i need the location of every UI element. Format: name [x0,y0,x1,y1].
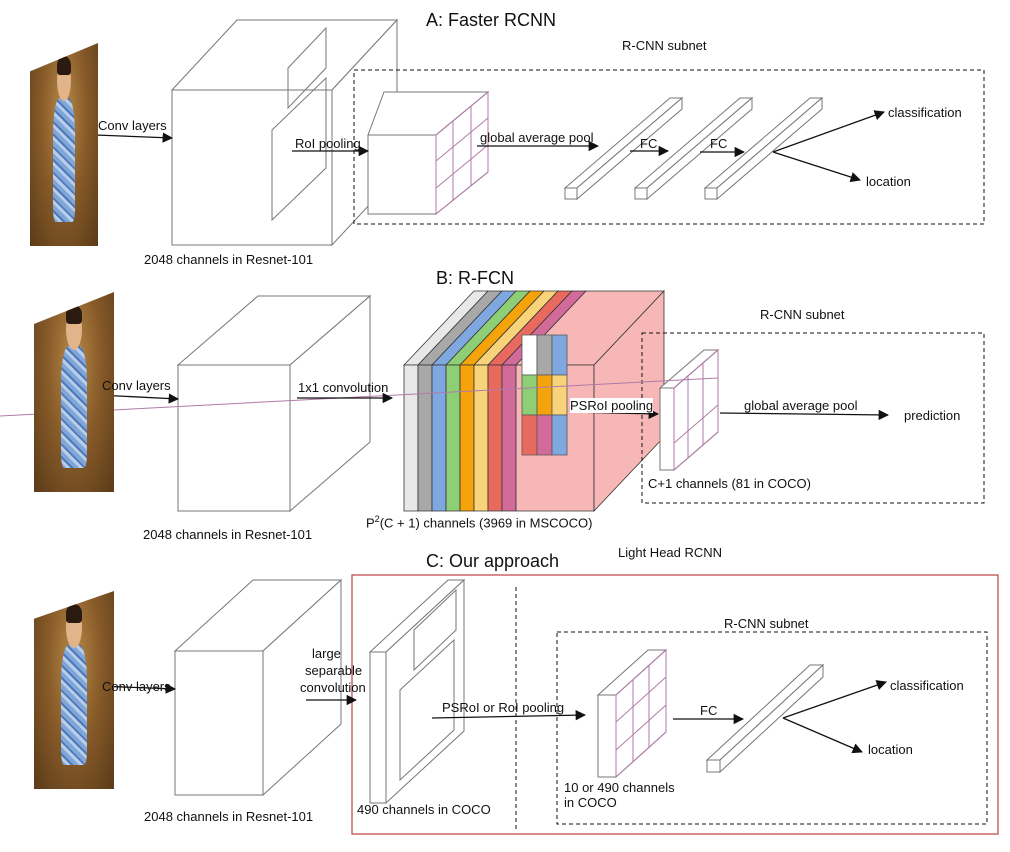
roi-cube-a [367,90,490,216]
feature-map-cube-b [176,294,372,513]
fc-bars-a [563,96,824,201]
panel-c-thin-channels-label: 490 channels in COCO [357,802,491,817]
panel-c-channels-label: 2048 channels in Resnet-101 [144,809,314,824]
panel-c-conv-label: Conv layers [102,679,171,694]
ps-grid-cell [551,334,568,376]
ps-grid-cell [521,334,538,376]
panel-c-fc-label: FC [700,703,718,718]
panel-a [94,18,985,247]
score-map-layer [459,364,475,512]
input-image-c [34,591,114,789]
ps-grid-cell [536,334,553,376]
input-image-a [30,43,98,246]
panel-b-title: B: R-FCN [436,268,514,288]
score-channels-suffix: (C + 1) channels (3969 in MSCOCO) [379,515,593,531]
panel-c-location-label: location [868,742,913,757]
panel-b-conv1x1-label: 1x1 convolution [298,380,389,395]
score-channels-exp: 2 [374,514,380,524]
panel-b-psroi-label: PSRoI pooling [570,398,654,413]
subnet-box-b [641,332,985,504]
subnet-box-a [353,69,985,225]
subnet-box-c [556,631,988,825]
fc-bar-c [705,663,825,774]
panel-c-lsc-line1: large [312,646,341,661]
arrows-c [97,680,887,754]
panel-a-fc2-label: FC [710,136,728,151]
feature-map-cube-c [173,578,343,797]
feature-map-cube-a [170,18,399,247]
panel-b-gap-label: global average pool [744,398,858,413]
panel-b-subnet-label: R-CNN subnet [760,307,845,322]
panel-c-light-head-label: Light Head RCNN [618,545,723,560]
panel-a-roi-label: RoI pooling [295,136,361,151]
roi-grid-b [0,348,719,472]
score-map-layer [445,364,461,512]
panel-a-conv-label: Conv layers [98,118,167,133]
ps-grid-cell [536,414,553,456]
panel-b-channels-label: 2048 channels in Resnet-101 [143,527,313,542]
ps-grid-cell [536,374,553,416]
roi-cube-c [596,648,668,779]
score-channels-prefix: P [366,515,375,531]
panel-c-classification-label: classification [890,678,964,693]
panel-a-location-label: location [866,174,911,189]
panel-b-score-channels-label: P2(C + 1) channels (3969 in MSCOCO) [366,512,592,530]
roi-cube-b [658,348,720,472]
panel-c-lsc-line3: convolution [300,680,366,695]
panel-a-classification-label: classification [888,105,962,120]
score-map-layer [487,364,503,512]
score-map-stack-b [403,289,665,513]
score-map-layer [501,364,517,512]
ps-grid-cell [521,374,538,416]
panel-c-roi-channels-line1: 10 or 490 channels [564,780,675,795]
panel-c [97,574,999,835]
roi-grid-c [615,648,667,779]
panel-c-title: C: Our approach [426,551,560,571]
panel-a-subnet-label: R-CNN subnet [622,38,707,53]
panel-c-lsc-line2: separable [305,663,363,678]
ps-grid-cell [551,374,568,416]
panel-b [0,289,985,513]
roi-grid-a [435,90,489,216]
panel-c-subnet-label: R-CNN subnet [724,616,809,631]
panel-c-pool-label: PSRoI or RoI pooling [442,700,565,715]
arrows-a [94,110,885,183]
panel-a-channels-label: 2048 channels in Resnet-101 [144,252,314,267]
score-map-layer [403,364,419,512]
panel-b-prediction-label: prediction [904,408,961,423]
panel-b-conv-label: Conv layers [102,378,171,393]
score-map-layer [417,364,433,512]
score-map-layer [431,364,447,512]
panel-a-gap-label: global average pool [480,130,594,145]
thin-feature-map-c [368,578,466,805]
ps-grid-cell [521,414,538,456]
input-image-b [34,292,114,492]
ps-grid-cell [551,414,568,456]
panel-c-roi-channels-line2: in COCO [564,795,617,810]
panel-b-subnet-channels-label: C+1 channels (81 in COCO) [648,476,811,491]
panel-a-fc1-label: FC [640,136,658,151]
score-map-layer [473,364,489,512]
panel-a-title: A: Faster RCNN [426,10,557,30]
